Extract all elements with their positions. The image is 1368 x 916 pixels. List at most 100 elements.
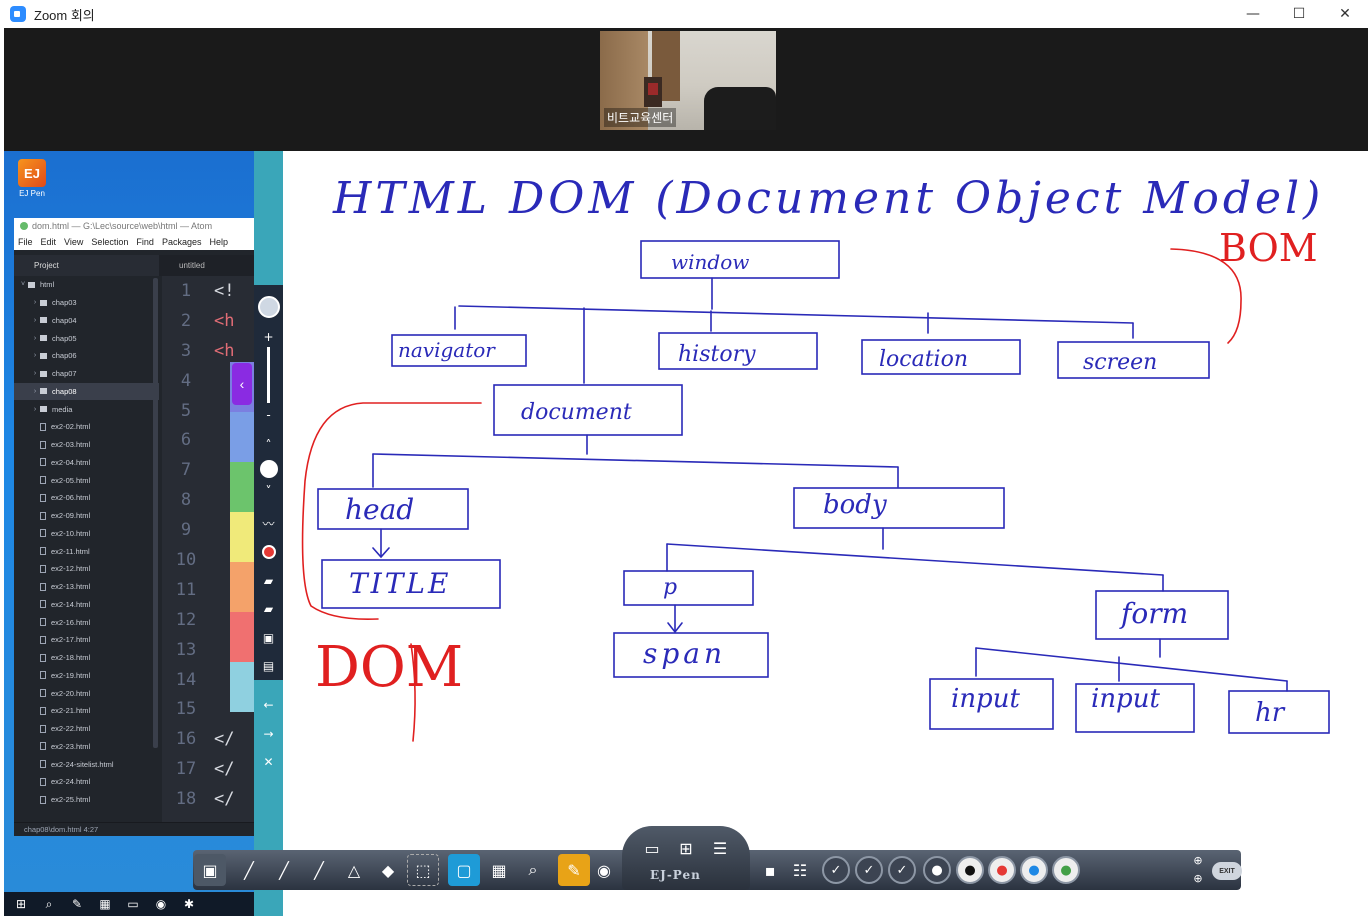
check-style-3-icon[interactable]: ✓ <box>888 856 916 884</box>
white-ink-icon[interactable]: ● <box>923 856 951 884</box>
code-line[interactable]: 17</ <box>162 754 254 784</box>
tree-file-item[interactable]: ex2-18.html <box>14 649 159 667</box>
code-line[interactable]: 8 <box>162 485 254 515</box>
close-button[interactable]: ✕ <box>1339 6 1351 22</box>
red-ink-drop-icon[interactable]: ● <box>988 856 1016 884</box>
check-style-1-icon[interactable]: ✓ <box>822 856 850 884</box>
tree-file-item[interactable]: ex2-12.html <box>14 560 159 578</box>
redo-arrow-icon[interactable]: → <box>263 727 274 741</box>
pen-dot-icon[interactable] <box>254 458 283 480</box>
tree-file-item[interactable]: ex2-13.html <box>14 578 159 596</box>
menu-edit[interactable]: Edit <box>40 237 57 247</box>
black-ink-icon[interactable]: ● <box>956 856 984 884</box>
collapse-arrow-icon[interactable]: ‹ <box>232 363 252 405</box>
tree-file-item[interactable]: ex2-06.html <box>14 489 159 507</box>
code-line[interactable]: 6 <box>162 425 254 455</box>
save-icon[interactable]: ▤ <box>262 659 275 673</box>
search-icon[interactable]: ⌕ <box>45 896 53 911</box>
tree-file-item[interactable]: ex2-24.html <box>14 773 159 791</box>
select-area-icon[interactable]: ⬚ <box>407 854 439 886</box>
code-line[interactable]: 14 <box>162 665 254 695</box>
tree-file-item[interactable]: ex2-22.html <box>14 720 159 738</box>
ejpen-desktop-shortcut[interactable]: EJ EJ Pen <box>14 159 50 203</box>
file-explorer-icon[interactable]: ▭ <box>127 897 139 911</box>
presenter-icon[interactable]: ☰ <box>712 838 728 858</box>
code-line[interactable]: 16</ <box>162 724 254 754</box>
chevron-up-icon[interactable]: ˄ <box>265 438 272 452</box>
rainbow-ink-icon[interactable]: ● <box>1052 856 1080 884</box>
exit-button[interactable]: EXIT <box>1212 862 1242 880</box>
tab-untitled[interactable]: untitled <box>159 255 254 276</box>
red-ink-icon[interactable] <box>254 542 283 562</box>
highlighter-icon[interactable]: ╱ <box>279 860 289 880</box>
tree-file-item[interactable]: ex2-23.html <box>14 738 159 756</box>
tree-file-item[interactable]: ex2-03.html <box>14 436 159 454</box>
menu-help[interactable]: Help <box>209 237 228 247</box>
windows-start-icon[interactable]: ⊞ <box>15 897 27 911</box>
chevron-down-icon[interactable]: ˅ <box>265 484 272 498</box>
size-increase-icon[interactable]: + <box>263 330 274 344</box>
code-line[interactable]: 4 <box>162 366 254 396</box>
magnifier-icon[interactable]: ⌕ <box>528 860 538 879</box>
pen-size-circle-icon[interactable] <box>254 293 283 321</box>
tree-file-item[interactable]: ex2-19.html <box>14 667 159 685</box>
code-line[interactable]: 1<! <box>162 276 254 306</box>
notepad-icon[interactable]: ✎ <box>71 897 83 911</box>
tree-folder-item[interactable]: ›chap04 <box>14 312 159 330</box>
checklist-icon[interactable]: ☷ <box>792 860 808 880</box>
code-line[interactable]: 18</ <box>162 784 254 814</box>
tree-folder-item[interactable]: ›chap05 <box>14 329 159 347</box>
tree-folder-item[interactable]: ˅html <box>14 276 159 294</box>
tree-folder-item[interactable]: ›media <box>14 400 159 418</box>
brush-icon[interactable]: ╱ <box>314 860 324 880</box>
slate-icon[interactable]: ▭ <box>644 838 660 858</box>
calculator-icon[interactable]: ▦ <box>99 897 111 911</box>
tree-scrollbar[interactable] <box>153 278 158 748</box>
minimize-button[interactable]: — <box>1246 6 1260 22</box>
tree-folder-item[interactable]: ›chap07 <box>14 365 159 383</box>
menu-file[interactable]: File <box>18 237 33 247</box>
code-line[interactable]: 9 <box>162 515 254 545</box>
code-line[interactable]: 15 <box>162 694 254 724</box>
slack-icon[interactable]: ✱ <box>183 897 195 911</box>
menu-view[interactable]: View <box>64 237 84 247</box>
tree-file-item[interactable]: ex2-17.html <box>14 631 159 649</box>
eye-icon[interactable]: ◉ <box>597 860 611 880</box>
board-mode-icon[interactable]: ▣ <box>194 854 226 886</box>
code-line[interactable]: 10 <box>162 545 254 575</box>
code-line[interactable]: 12 <box>162 605 254 635</box>
whiteboard-canvas[interactable]: HTML DOM (Document Object Model) window … <box>283 151 1368 916</box>
palette-swatch-yellow[interactable] <box>230 512 254 562</box>
code-line[interactable]: 5 <box>162 396 254 426</box>
tree-folder-item[interactable]: ›chap03 <box>14 294 159 312</box>
tree-folder-item[interactable]: ›chap06 <box>14 347 159 365</box>
close-toolbar-icon[interactable]: ✕ <box>263 755 274 769</box>
tree-file-item[interactable]: ex2-20.html <box>14 684 159 702</box>
shape-icon[interactable]: △ <box>347 860 361 880</box>
pen-size-slider[interactable] <box>254 345 283 405</box>
size-decrease-icon[interactable]: - <box>266 408 271 422</box>
toolbar-up-icon[interactable]: ⊕ <box>1193 853 1203 867</box>
palette-swatch-green[interactable] <box>230 462 254 512</box>
tree-file-item[interactable]: ex2-09.html <box>14 507 159 525</box>
tree-file-item[interactable]: ex2-25.html <box>14 791 159 809</box>
screen-capture-icon[interactable]: ▢ <box>448 854 480 886</box>
palette-swatch-cyan[interactable] <box>230 662 254 712</box>
pen-line-icon[interactable]: ╱ <box>244 860 254 880</box>
tree-file-item[interactable]: ex2-10.html <box>14 525 159 543</box>
menu-packages[interactable]: Packages <box>161 237 202 247</box>
eraser-tool-icon[interactable]: ◆ <box>381 860 395 880</box>
palette-swatch-red[interactable] <box>230 612 254 662</box>
code-line[interactable]: 7 <box>162 455 254 485</box>
code-line[interactable]: 3<h <box>162 336 254 366</box>
tree-file-item[interactable]: ex2-11.html <box>14 542 159 560</box>
undo-arrow-icon[interactable]: ← <box>263 698 274 712</box>
menu-selection[interactable]: Selection <box>91 237 129 247</box>
tools-icon[interactable]: ✎ <box>558 854 590 886</box>
code-line[interactable]: 13 <box>162 635 254 665</box>
check-style-2-icon[interactable]: ✓ <box>855 856 883 884</box>
chrome-icon[interactable]: ◉ <box>155 897 167 911</box>
tree-file-item[interactable]: ex2-16.html <box>14 613 159 631</box>
toolbar-down-icon[interactable]: ⊕ <box>1193 871 1203 885</box>
tree-file-item[interactable]: ex2-21.html <box>14 702 159 720</box>
